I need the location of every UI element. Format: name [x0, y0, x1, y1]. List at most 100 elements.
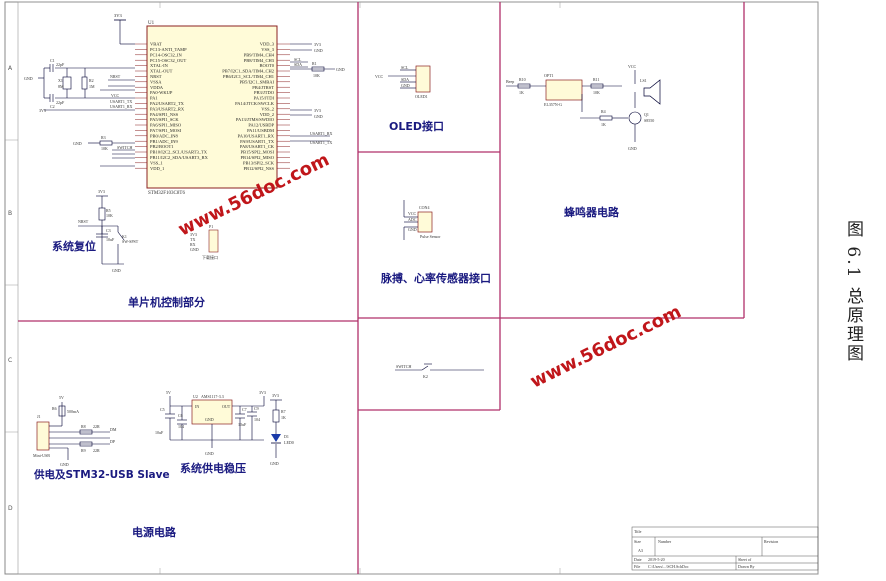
d1-ref: D1 — [284, 434, 289, 439]
r2-value: 1M — [89, 84, 95, 89]
mcu-pin-label: PA3/USART2_RX — [150, 106, 185, 111]
r5-value: 10K — [106, 213, 113, 218]
mcu-pin-label: PB3/JTDO — [254, 90, 275, 95]
mcu-pin-label: PC13-ANTI_TAMP — [150, 47, 187, 52]
mcu-chip-body — [146, 25, 278, 189]
mcu-pin-label: NRST — [150, 74, 162, 79]
c3-ref: C3 — [106, 228, 111, 233]
r1-ref: R1 — [312, 61, 317, 66]
mcu-pin-label: PB5/I2C1_SMBAI — [239, 79, 274, 84]
tb-date: Date — [634, 557, 642, 562]
k1-ref: K1 — [122, 234, 127, 239]
mcu-pin-label: PA1 — [150, 96, 158, 101]
tb-revision: Revision — [764, 539, 778, 544]
c5-value: 10uF — [155, 430, 164, 435]
mcu-right-nets — [290, 43, 335, 142]
k2-ref: K2 — [423, 374, 428, 379]
r6-ref: R6 — [52, 406, 57, 411]
mcu-pin-label: PA8/USART1_CK — [240, 144, 275, 149]
mcu-pin-label: PB8/TIM4_CH3 — [244, 58, 275, 63]
reset-gnd: GND — [112, 268, 121, 273]
c6-ref: C6 — [178, 413, 183, 418]
pulse-wires — [403, 200, 418, 240]
tb-date-val: 2019-5-20 — [648, 557, 665, 562]
mcu-pin-label: PA5/SPI1_SCK — [150, 117, 179, 122]
x1-value: 8M — [58, 84, 64, 89]
mcu-pin-label: PB10/I2C2_SCL/USART3_TX — [150, 150, 208, 155]
mcu-pin-label: PA15/JTDI — [254, 96, 275, 101]
reset-circuit — [78, 195, 125, 265]
mcu-pin-label: VDD_3 — [260, 42, 275, 47]
reg-3v3: 3V3 — [259, 390, 266, 395]
led-3v3: 3V3 — [272, 393, 279, 398]
nrst-net-label: NRST — [110, 74, 121, 79]
mcu-pin-label: PA14/JTCK/SWCLK — [235, 101, 275, 106]
mcu-pin-label: PB0/ADC_IN8 — [150, 133, 179, 138]
reset-3v3: 3V3 — [98, 189, 105, 194]
mcu-pin-label: XTAL-IN — [150, 63, 169, 68]
usart-rx-net: USART1_RX — [110, 104, 133, 109]
usb-wires — [49, 402, 110, 460]
c6-value: 104 — [178, 424, 184, 429]
section-buzzer-label: 蜂鸣器电路 — [564, 205, 620, 219]
u2-ref: U2 — [193, 394, 198, 399]
mcu-pin-label: PA12/USBDP — [248, 123, 274, 128]
tb-file-val: C:\Users\...\SCH.SchDoc — [648, 564, 689, 569]
oled-pin-2: SDA — [401, 77, 409, 82]
r1-value: 10K — [313, 73, 320, 78]
row-marker-c: C — [8, 357, 12, 364]
scl-net-label: SCL — [294, 57, 302, 62]
tb-size: Size — [634, 539, 641, 544]
oled-pin-4: GND — [401, 83, 410, 88]
q1-ref: Q1 — [644, 112, 649, 117]
j1-value: Mini-USB — [33, 453, 50, 458]
section-oled-label: OLED接口 — [389, 119, 444, 133]
mcu-pin-label: VSSA — [150, 79, 162, 84]
mcu-pin-label: PA9/USART1_TX — [240, 139, 275, 144]
mcu-pin-label: BOOT0 — [260, 63, 275, 68]
buzzer-gnd: GND — [628, 146, 637, 151]
c9-ref: C9 — [254, 406, 259, 411]
row-marker-d: D — [8, 505, 13, 512]
section-dividers — [18, 2, 745, 574]
optocoupler — [545, 79, 583, 101]
buzzer-wires — [506, 70, 642, 142]
usart1-tx-right: USART1_TX — [310, 140, 332, 145]
boot-gnd-label: GND — [73, 141, 82, 146]
q1-value: S8550 — [644, 118, 654, 123]
p1-pin-2: TX — [190, 237, 195, 242]
right-3v3-mid: 3V3 — [314, 108, 321, 113]
mcu-pin-label: PA0-WKUP — [150, 90, 173, 95]
c2-value: 22pF — [56, 100, 65, 105]
pulse-pin-1: VCC — [408, 211, 417, 216]
mcu-pin-label: PA7/SPI1_MOSI — [150, 128, 182, 133]
buzzer-vcc: VCC — [628, 64, 637, 69]
inner-border — [17, 1, 819, 575]
c3-value: 10uF — [106, 237, 115, 242]
mcu-ref: U1 — [148, 21, 155, 26]
mcu-pin-label: PB6/I2C1_SCL/TIM4_CH1 — [223, 74, 274, 79]
section-usb-label: 供电及STM32-USB Slave — [33, 468, 170, 481]
r11-ref: R11 — [593, 77, 600, 82]
tb-title: Title — [634, 529, 642, 534]
mcu-pin-label: PC14-OSC32_IN — [150, 52, 183, 57]
r3-ref: R3 — [101, 135, 106, 140]
right-gnd-top: GND — [314, 48, 323, 53]
reset-nrst-net: NRST — [78, 219, 89, 224]
opt-ref: OPT1 — [544, 73, 554, 78]
left-3v3-label: 3V3 — [39, 108, 46, 113]
mcu-pin-label: PB12/SPI2_NSS — [243, 166, 274, 171]
mcu-left-pins: VBATPC13-ANTI_TAMPPC14-OSC32_INPC15-OSC3… — [135, 42, 209, 171]
c2-ref: C2 — [50, 104, 55, 109]
title-block — [631, 526, 819, 571]
row-marker-b: B — [8, 210, 12, 217]
p1-pin-1: 3V3 — [190, 232, 197, 237]
mcu-pin-label: VDD_2 — [260, 112, 274, 117]
r11-value: 10K — [593, 90, 600, 95]
mcu-3v3-label: 3V3 — [114, 13, 122, 18]
mcu-pin-label: PA13/JTMS/SWDIO — [236, 117, 275, 122]
tb-file: File — [634, 564, 640, 569]
sda-net-label: SDA — [294, 62, 302, 67]
